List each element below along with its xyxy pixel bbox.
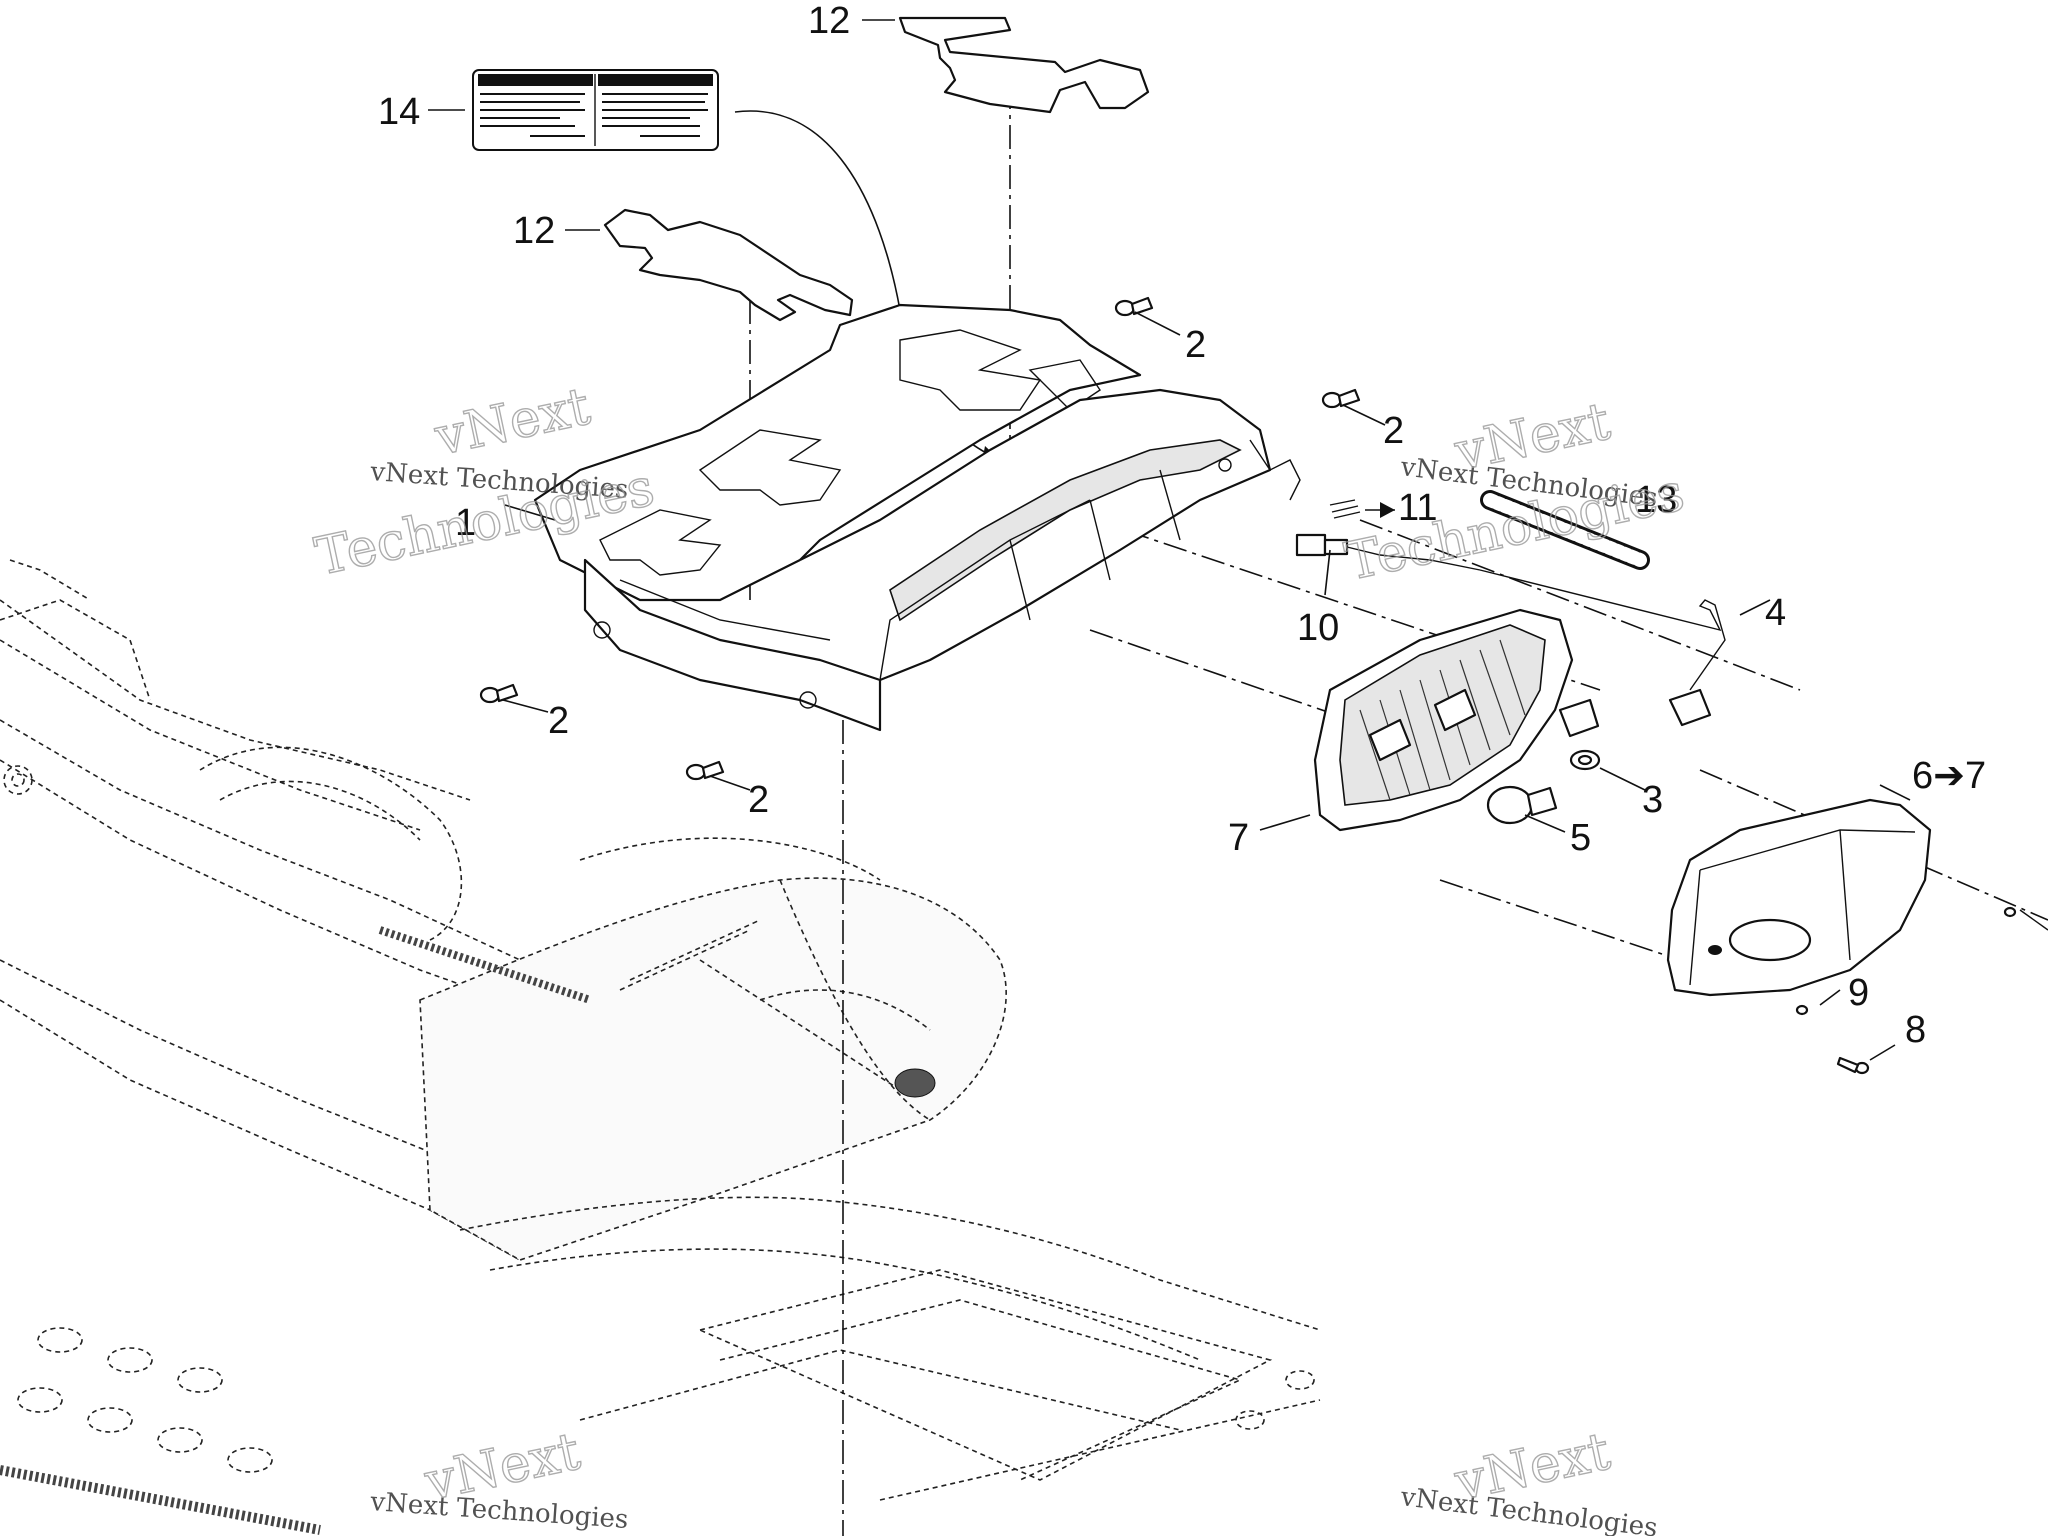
- part-1-cargo-rack: [533, 303, 1301, 732]
- callout-12-top: 12: [808, 0, 850, 42]
- callout-2-left: 2: [548, 700, 569, 742]
- part-7-taillight-housing: [1313, 608, 1574, 832]
- watermark-big-1: vNext: [429, 377, 595, 468]
- part-4-wire-harness: [1479, 569, 1726, 727]
- callout-8: 8: [1905, 1009, 1926, 1051]
- part-5-bulb: [1486, 785, 1558, 825]
- part-2-screw-3: [479, 683, 519, 704]
- part-9-washer: [1795, 1004, 1809, 1016]
- part-12-upper-pad: [898, 16, 1150, 114]
- callout-labels: 12 14 12 1 2 2 2 2 11 13 10 4 3 5 7 6➔7 …: [378, 0, 1986, 1051]
- part-14-warning-label: [472, 69, 1001, 462]
- running-board-holes: [17, 1327, 1315, 1473]
- callout-5: 5: [1570, 817, 1591, 859]
- part-12-lower-pad: [603, 208, 854, 322]
- part-11-terminals: [1329, 499, 1395, 519]
- callout-14: 14: [378, 91, 420, 133]
- part-3-bulb-socket: [1558, 698, 1601, 771]
- callout-3: 3: [1642, 779, 1663, 821]
- far-right-fastener: [2003, 906, 2048, 931]
- callout-6-to-7: 6➔7: [1912, 755, 1986, 797]
- callout-10: 10: [1297, 607, 1339, 649]
- part-6-taillight-lens: [1666, 798, 1932, 997]
- part-13-wire-loom: [1480, 490, 1650, 570]
- snowmobile-body-outline: [0, 559, 1321, 1535]
- part-2-screw-4: [685, 760, 725, 781]
- callout-12-left: 12: [513, 210, 555, 252]
- part-2-screw-2: [1321, 388, 1361, 409]
- callout-13: 13: [1635, 479, 1677, 521]
- callout-11: 11: [1398, 487, 1437, 529]
- callout-4: 4: [1765, 592, 1786, 634]
- callout-2-bottom: 2: [748, 779, 769, 821]
- callout-9: 9: [1848, 972, 1869, 1014]
- rack-mounting-studs: [593, 458, 1232, 709]
- part-2-screw-1: [1114, 296, 1154, 317]
- leader-lines: [428, 19, 1911, 1061]
- callout-1: 1: [455, 502, 476, 544]
- callout-2-top: 2: [1185, 324, 1206, 366]
- callout-2-right: 2: [1383, 410, 1404, 452]
- callout-7: 7: [1228, 817, 1249, 859]
- part-8-screw: [1836, 1056, 1870, 1075]
